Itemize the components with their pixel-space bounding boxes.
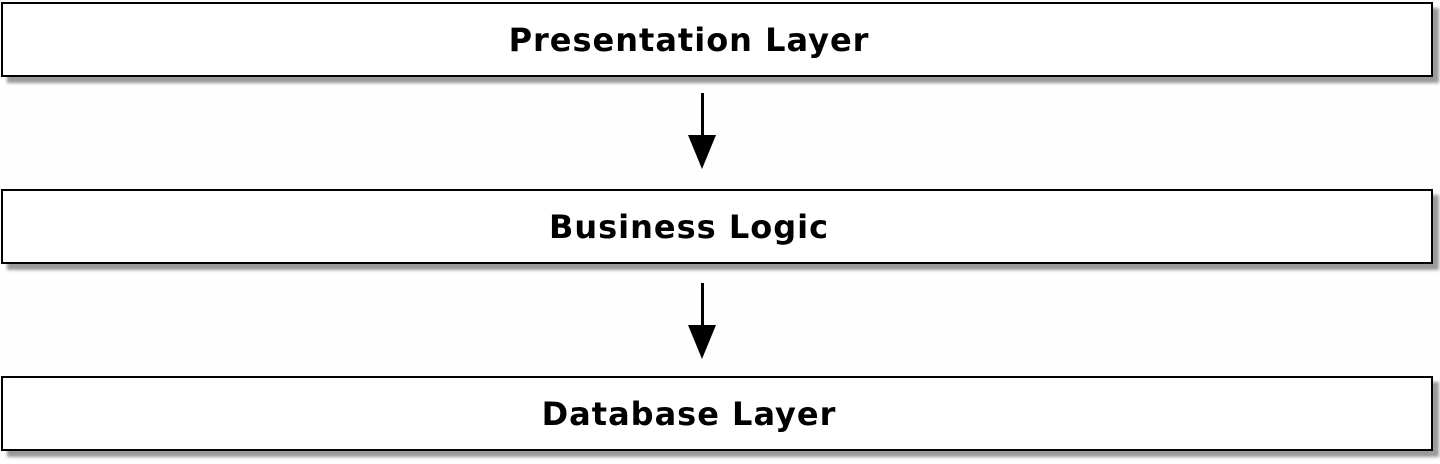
arrow-shaft: [700, 283, 704, 325]
node-business-logic-label: Business Logic: [548, 207, 830, 246]
node-presentation-layer: Presentation Layer: [1, 2, 1433, 77]
node-database-layer-label: Database Layer: [541, 394, 837, 433]
node-database-layer: Database Layer: [1, 376, 1433, 451]
node-business-logic: Business Logic: [1, 189, 1433, 264]
arrow-down-icon: [688, 93, 716, 169]
arrow-down-icon: [688, 283, 716, 359]
arrow-shaft: [700, 93, 704, 135]
arrow-head: [688, 135, 716, 169]
arrow-head: [688, 325, 716, 359]
node-presentation-layer-label: Presentation Layer: [508, 20, 870, 59]
